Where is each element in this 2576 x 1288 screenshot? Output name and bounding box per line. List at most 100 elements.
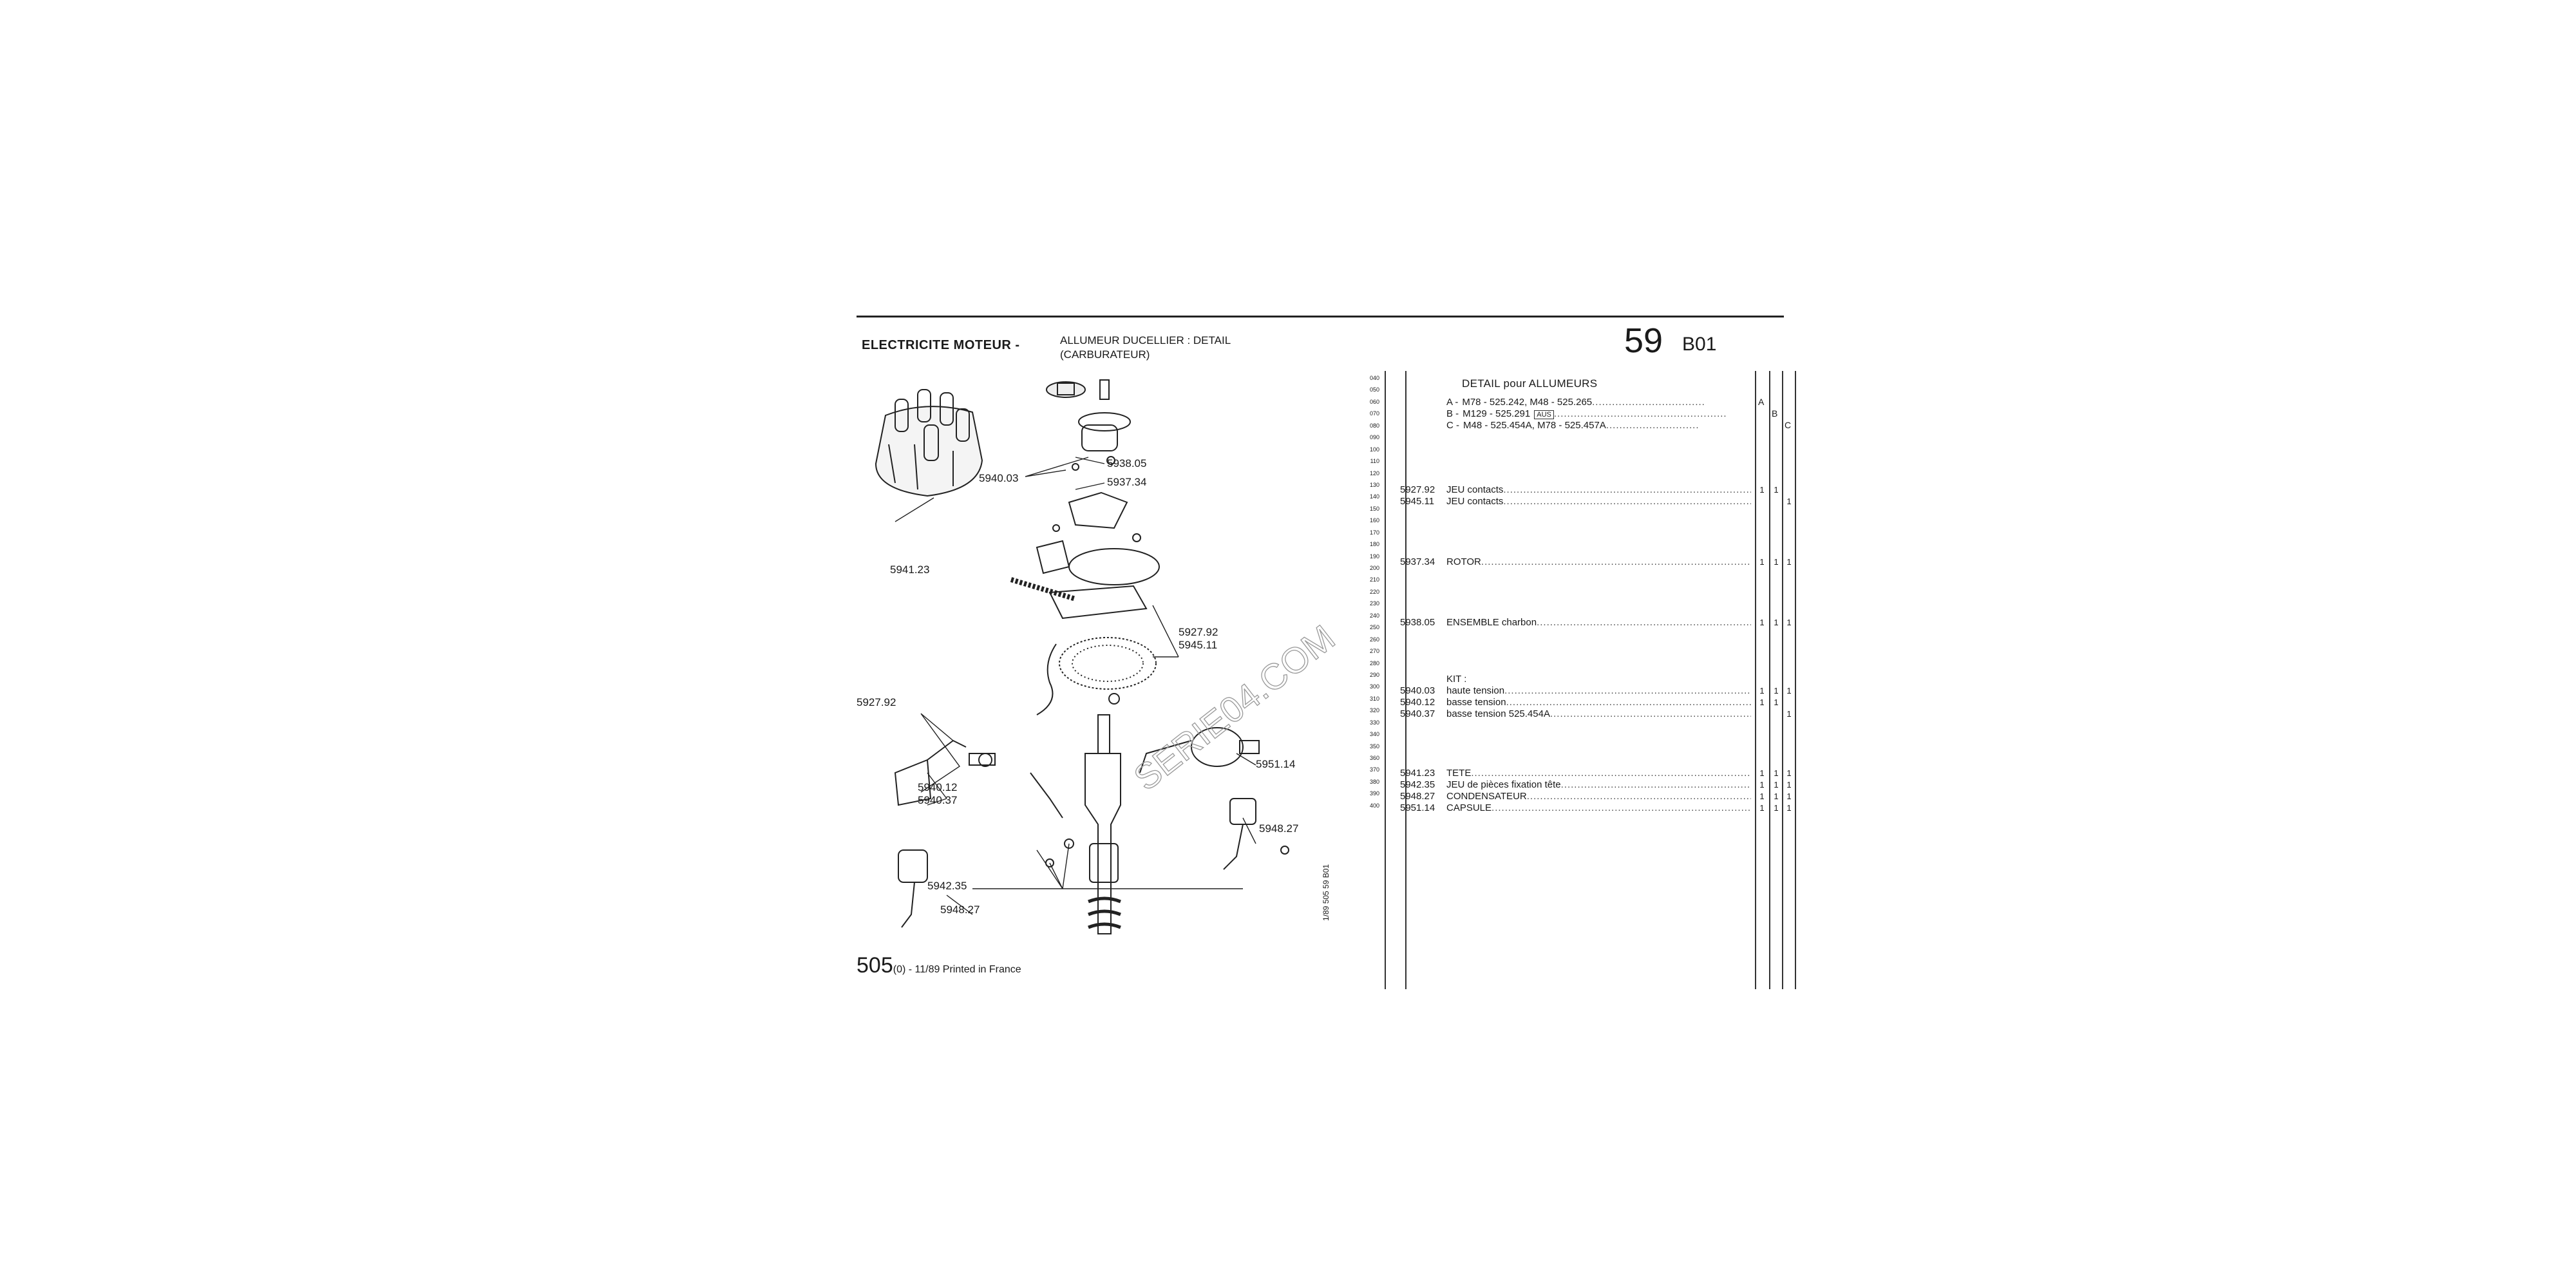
part-reference: 5940.03 [1400,685,1435,696]
quantity-b: 1 [1774,791,1779,801]
line-number: 340 [1369,731,1379,738]
column-header-a: A [1758,397,1765,407]
application-label: C - [1446,420,1459,431]
page-code: B01 [1682,334,1717,355]
application-row-a: A -M78 - 525.242, M48 - 525.265.........… [1446,397,1705,408]
line-number: 280 [1369,659,1379,667]
callout-5942-35: 5942.35 [927,880,967,892]
line-number: 130 [1369,481,1379,488]
part-description: CAPSULE [1446,802,1492,813]
footer-model: 505 [857,953,893,978]
part-reference: 5940.12 [1400,697,1435,708]
quantity-b: 1 [1774,618,1779,627]
part-reference: 5938.05 [1400,617,1435,628]
line-number: 300 [1369,683,1379,690]
line-number: 250 [1369,624,1379,631]
line-number: 110 [1370,458,1379,465]
quantity-c: 1 [1786,768,1792,778]
section-subtitle: ALLUMEUR DUCELLIER : DETAIL (CARBURATEUR… [1060,334,1231,362]
top-rule [857,316,1784,317]
table-rule [1755,371,1756,989]
part-row: 5940.03 haute tension...................… [1400,685,1751,696]
line-number: 370 [1369,766,1379,773]
callout-5927-92-a: 5927.92 [1179,626,1218,638]
line-number: 200 [1369,565,1379,571]
quantity-c: 1 [1786,780,1792,790]
column-header-b: B [1772,408,1778,419]
part-reference: 5927.92 [1400,484,1435,495]
callout-5927-92-b: 5927.92 [857,696,896,708]
quantity-a: 1 [1759,768,1765,778]
rotor-drawing [1046,379,1131,471]
parts-table: DETAIL pour ALLUMEURS A -M78 - 525.242, … [1385,371,1797,989]
part-row: 5940.37 basse tension 525.454A..........… [1400,708,1751,719]
column-header-c: C [1785,420,1792,430]
table-rule [1385,371,1386,989]
quantity-a: 1 [1759,791,1765,801]
table-title: DETAIL pour ALLUMEURS [1462,377,1598,390]
quantity-c: 1 [1786,618,1792,627]
subtitle-line-2: (CARBURATEUR) [1060,348,1150,361]
footer-date: (0) - 11/89 Printed in France [893,964,1021,975]
quantity-c: 1 [1786,497,1792,506]
callout-5945-11: 5945.11 [1179,639,1217,651]
quantity-a: 1 [1759,803,1765,813]
line-number: 240 [1369,612,1379,619]
application-text: M48 - 525.454A, M78 - 525.457A [1463,420,1606,431]
quantity-c: 1 [1786,803,1792,813]
quantity-a: 1 [1759,557,1765,567]
part-description: ROTOR [1446,556,1481,567]
advance-plate-drawing [1036,637,1157,715]
line-number: 190 [1369,553,1379,560]
aus-badge: AUS [1534,410,1554,419]
line-number: 350 [1369,743,1379,750]
line-number: 090 [1369,434,1379,441]
part-description: basse tension [1446,697,1506,708]
line-number: 360 [1369,755,1379,761]
table-rule [1782,371,1783,989]
line-number: 100 [1369,446,1379,453]
application-label: B - [1446,408,1459,419]
line-number: 380 [1369,778,1379,785]
line-number: 120 [1369,469,1379,477]
part-description: CONDENSATEUR [1446,791,1527,802]
part-reference: 5951.14 [1400,802,1435,813]
line-number: 310 [1369,695,1379,702]
condenser-drawing [898,798,1289,928]
callout-5948-27-a: 5948.27 [1259,822,1298,835]
part-reference: 5945.11 [1400,496,1435,507]
part-description: haute tension [1446,685,1505,696]
table-rule [1769,371,1770,989]
leader-lines [895,457,1256,915]
line-number: 400 [1369,802,1379,809]
application-text: M78 - 525.242, M48 - 525.265 [1462,397,1593,408]
application-text: M129 - 525.291 [1463,408,1531,419]
line-number: 390 [1369,790,1379,797]
callout-5940-03: 5940.03 [979,472,1018,484]
line-number: 330 [1369,719,1379,726]
callout-5951-14: 5951.14 [1256,758,1295,770]
part-description: ENSEMBLE charbon [1446,617,1537,628]
page-number: 59 [1624,321,1663,360]
quantity-c: 1 [1786,709,1792,719]
quantity-c: 1 [1786,557,1792,567]
part-reference: 5940.37 [1400,708,1435,719]
quantity-b: 1 [1774,768,1779,778]
quantity-c: 1 [1786,791,1792,801]
line-number: 220 [1369,588,1379,595]
part-reference: 5937.34 [1400,556,1435,567]
quantity-b: 1 [1774,686,1779,696]
part-reference: 5941.23 [1400,768,1435,779]
table-rule [1795,371,1796,989]
parts-catalog-page: ELECTRICITE MOTEUR - ALLUMEUR DUCELLIER … [857,309,1797,1005]
line-number: 060 [1369,398,1379,405]
line-number: 150 [1369,505,1379,512]
line-number: 260 [1369,636,1379,643]
quantity-b: 1 [1774,780,1779,790]
